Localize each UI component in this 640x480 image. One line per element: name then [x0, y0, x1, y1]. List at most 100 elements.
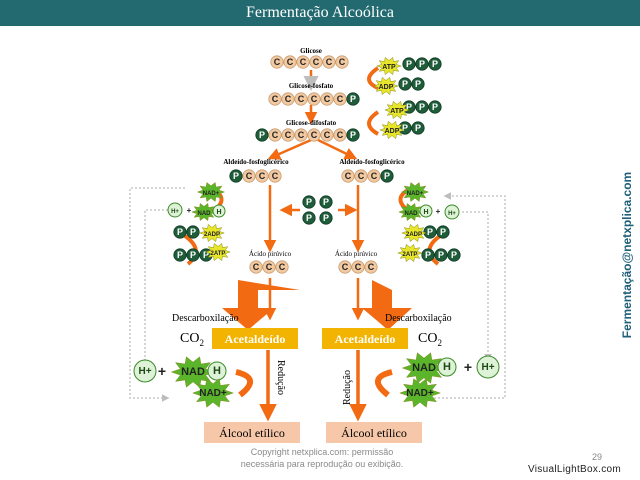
- h-plus-bubble-bottom-left-label: H+: [138, 366, 151, 377]
- acido-right-bead-2-letter: C: [355, 262, 362, 272]
- two-atp-star-left-label: 2ATP: [211, 251, 226, 257]
- nad-plus-star-left: [196, 182, 226, 202]
- nad-star-left-label: NAD: [198, 211, 212, 217]
- h-plus-bubble-left: [167, 202, 183, 218]
- glicose-fosfato-bead-5-letter: C: [324, 94, 331, 104]
- acido-right-bead-3: [364, 260, 378, 274]
- nad-plus-star-bottom-right: [399, 378, 442, 408]
- glicose-difosfato-bead-7: [333, 128, 347, 142]
- glicose-fosfato-bead-4-letter: C: [311, 94, 318, 104]
- right-2atp-p-2: [434, 248, 448, 262]
- nad-star-bottom-left: [170, 356, 216, 388]
- left-2adp-p-2-letter: P: [190, 227, 196, 237]
- acido-left-bead-1: [249, 260, 263, 274]
- label-aldeido-left: Aldeído-fosfoglicérico: [223, 158, 289, 166]
- glicose-difosfato-bead-2-letter: C: [272, 130, 279, 140]
- co2-left: CO2: [180, 331, 204, 348]
- alcool-box-left: [204, 422, 300, 443]
- h-bubble-bottom-right: [437, 357, 457, 377]
- alcool-label-right: Álcool etílico: [341, 426, 407, 440]
- adp-star-2: [379, 120, 405, 140]
- svg-text:+: +: [464, 359, 472, 375]
- glicose-difosfato-bead-3-letter: C: [285, 130, 292, 140]
- label-descarboxilacao-right: Descarboxilação: [385, 313, 452, 324]
- aldeido-right-bead-1: [341, 169, 355, 183]
- aldeido-left-bead-4: [268, 169, 282, 183]
- atp-star-2-label: ATP: [390, 108, 404, 115]
- nad-star-right: [398, 202, 424, 222]
- side-label: Fermentação@netxplica.com: [620, 171, 634, 339]
- aldeido-left-bead-1-letter: P: [233, 171, 239, 181]
- left-2atp-p-3-letter: P: [203, 250, 209, 260]
- glicose-bead-3-letter: C: [300, 57, 307, 67]
- acetaldeido-box-right: [322, 328, 408, 349]
- glicose-fosfato-bead-6: [333, 92, 347, 106]
- aldeido-right-bead-3: [367, 169, 381, 183]
- left-2adp-p-2: [186, 225, 200, 239]
- acido-right-bead-2: [351, 260, 365, 274]
- nad-star-bottom-right-label: NAD: [412, 362, 436, 374]
- h-plus-bubble-right-label: H+: [448, 211, 456, 217]
- atp2-p-1-letter: P: [406, 102, 412, 112]
- left-2atp-p-1: [173, 248, 187, 262]
- label-reducao-right: Redução: [342, 370, 353, 405]
- aldeido-right-bead-3-letter: C: [371, 171, 378, 181]
- co2-right: CO2: [418, 331, 442, 348]
- aldeido-right-bead-4: [380, 169, 394, 183]
- left-2atp-p-2-letter: P: [190, 250, 196, 260]
- h-plus-bubble-left-label: H+: [171, 209, 179, 215]
- glicose-fosfato-bead-2-letter: C: [285, 94, 292, 104]
- aldeido-left-bead-1: [229, 169, 243, 183]
- glicose-difosfato-bead-2: [268, 128, 282, 142]
- glicose-bead-3: [296, 55, 310, 69]
- glicose-fosfato-bead-7: [346, 92, 360, 106]
- h-bubble-left-label: H: [216, 209, 221, 216]
- aldeido-left-bead-3-letter: C: [259, 171, 266, 181]
- glicose-bead-1-letter: C: [274, 57, 281, 67]
- glicose-fosfato-bead-6-letter: C: [337, 94, 344, 104]
- atp2-p-3: [428, 100, 442, 114]
- nad-star-bottom-right: [401, 352, 447, 384]
- h-bubble-right-label: H: [423, 209, 428, 216]
- glicose-difosfato-bead-3: [281, 128, 295, 142]
- nad-star-right-label: NAD: [405, 211, 419, 217]
- central-phosphate-3-letter: P: [306, 213, 312, 223]
- aldeido-right-bead-1-letter: C: [345, 171, 352, 181]
- decarboxylation-arrow-right: [362, 280, 412, 330]
- label-acido-right: Ácido pirúvico: [335, 250, 378, 258]
- glicose-difosfato-bead-6: [320, 128, 334, 142]
- acido-right-bead-3-letter: C: [368, 262, 375, 272]
- glicose-bead-5-letter: C: [326, 57, 333, 67]
- acido-left-bead-2: [262, 260, 276, 274]
- nad-plus-star-right-label: NAD+: [407, 191, 424, 197]
- atp-star-2: [384, 100, 410, 120]
- nad-plus-star-bottom-left-label: NAD+: [199, 388, 227, 399]
- atp1-p-3: [428, 57, 442, 71]
- glicose-fosfato-bead-3: [294, 92, 308, 106]
- atp2-p-2: [415, 100, 429, 114]
- glicose-bead-2-letter: C: [287, 57, 294, 67]
- acido-left-bead-1-letter: C: [253, 262, 260, 272]
- adp2-p-2-letter: P: [415, 123, 421, 133]
- h-bubble-bottom-left-label: H: [213, 365, 221, 377]
- left-2atp-p-2: [186, 248, 200, 262]
- right-2atp-p-3: [447, 248, 461, 262]
- glicose-fosfato-bead-7-letter: P: [350, 94, 356, 104]
- right-2atp-p-1: [421, 248, 435, 262]
- slide-title: Fermentação Alcoólica: [0, 0, 640, 26]
- left-2atp-p-1-letter: P: [177, 250, 183, 260]
- central-phosphate-4-letter: P: [323, 213, 329, 223]
- two-atp-star-right: [397, 243, 423, 263]
- atp1-p-2: [415, 57, 429, 71]
- two-adp-star-left-label: 2ADP: [204, 232, 220, 238]
- h-plus-bubble-right: [444, 204, 460, 220]
- aldeido-right-bead-2: [354, 169, 368, 183]
- glicose-bead-6: [335, 55, 349, 69]
- atp1-p-1-letter: P: [406, 59, 412, 69]
- adp1-p-1-letter: P: [402, 79, 408, 89]
- glicose-bead-5: [322, 55, 336, 69]
- acido-right-bead-1-letter: C: [342, 262, 349, 272]
- glicose-bead-4: [309, 55, 323, 69]
- aldeido-left-bead-2: [242, 169, 256, 183]
